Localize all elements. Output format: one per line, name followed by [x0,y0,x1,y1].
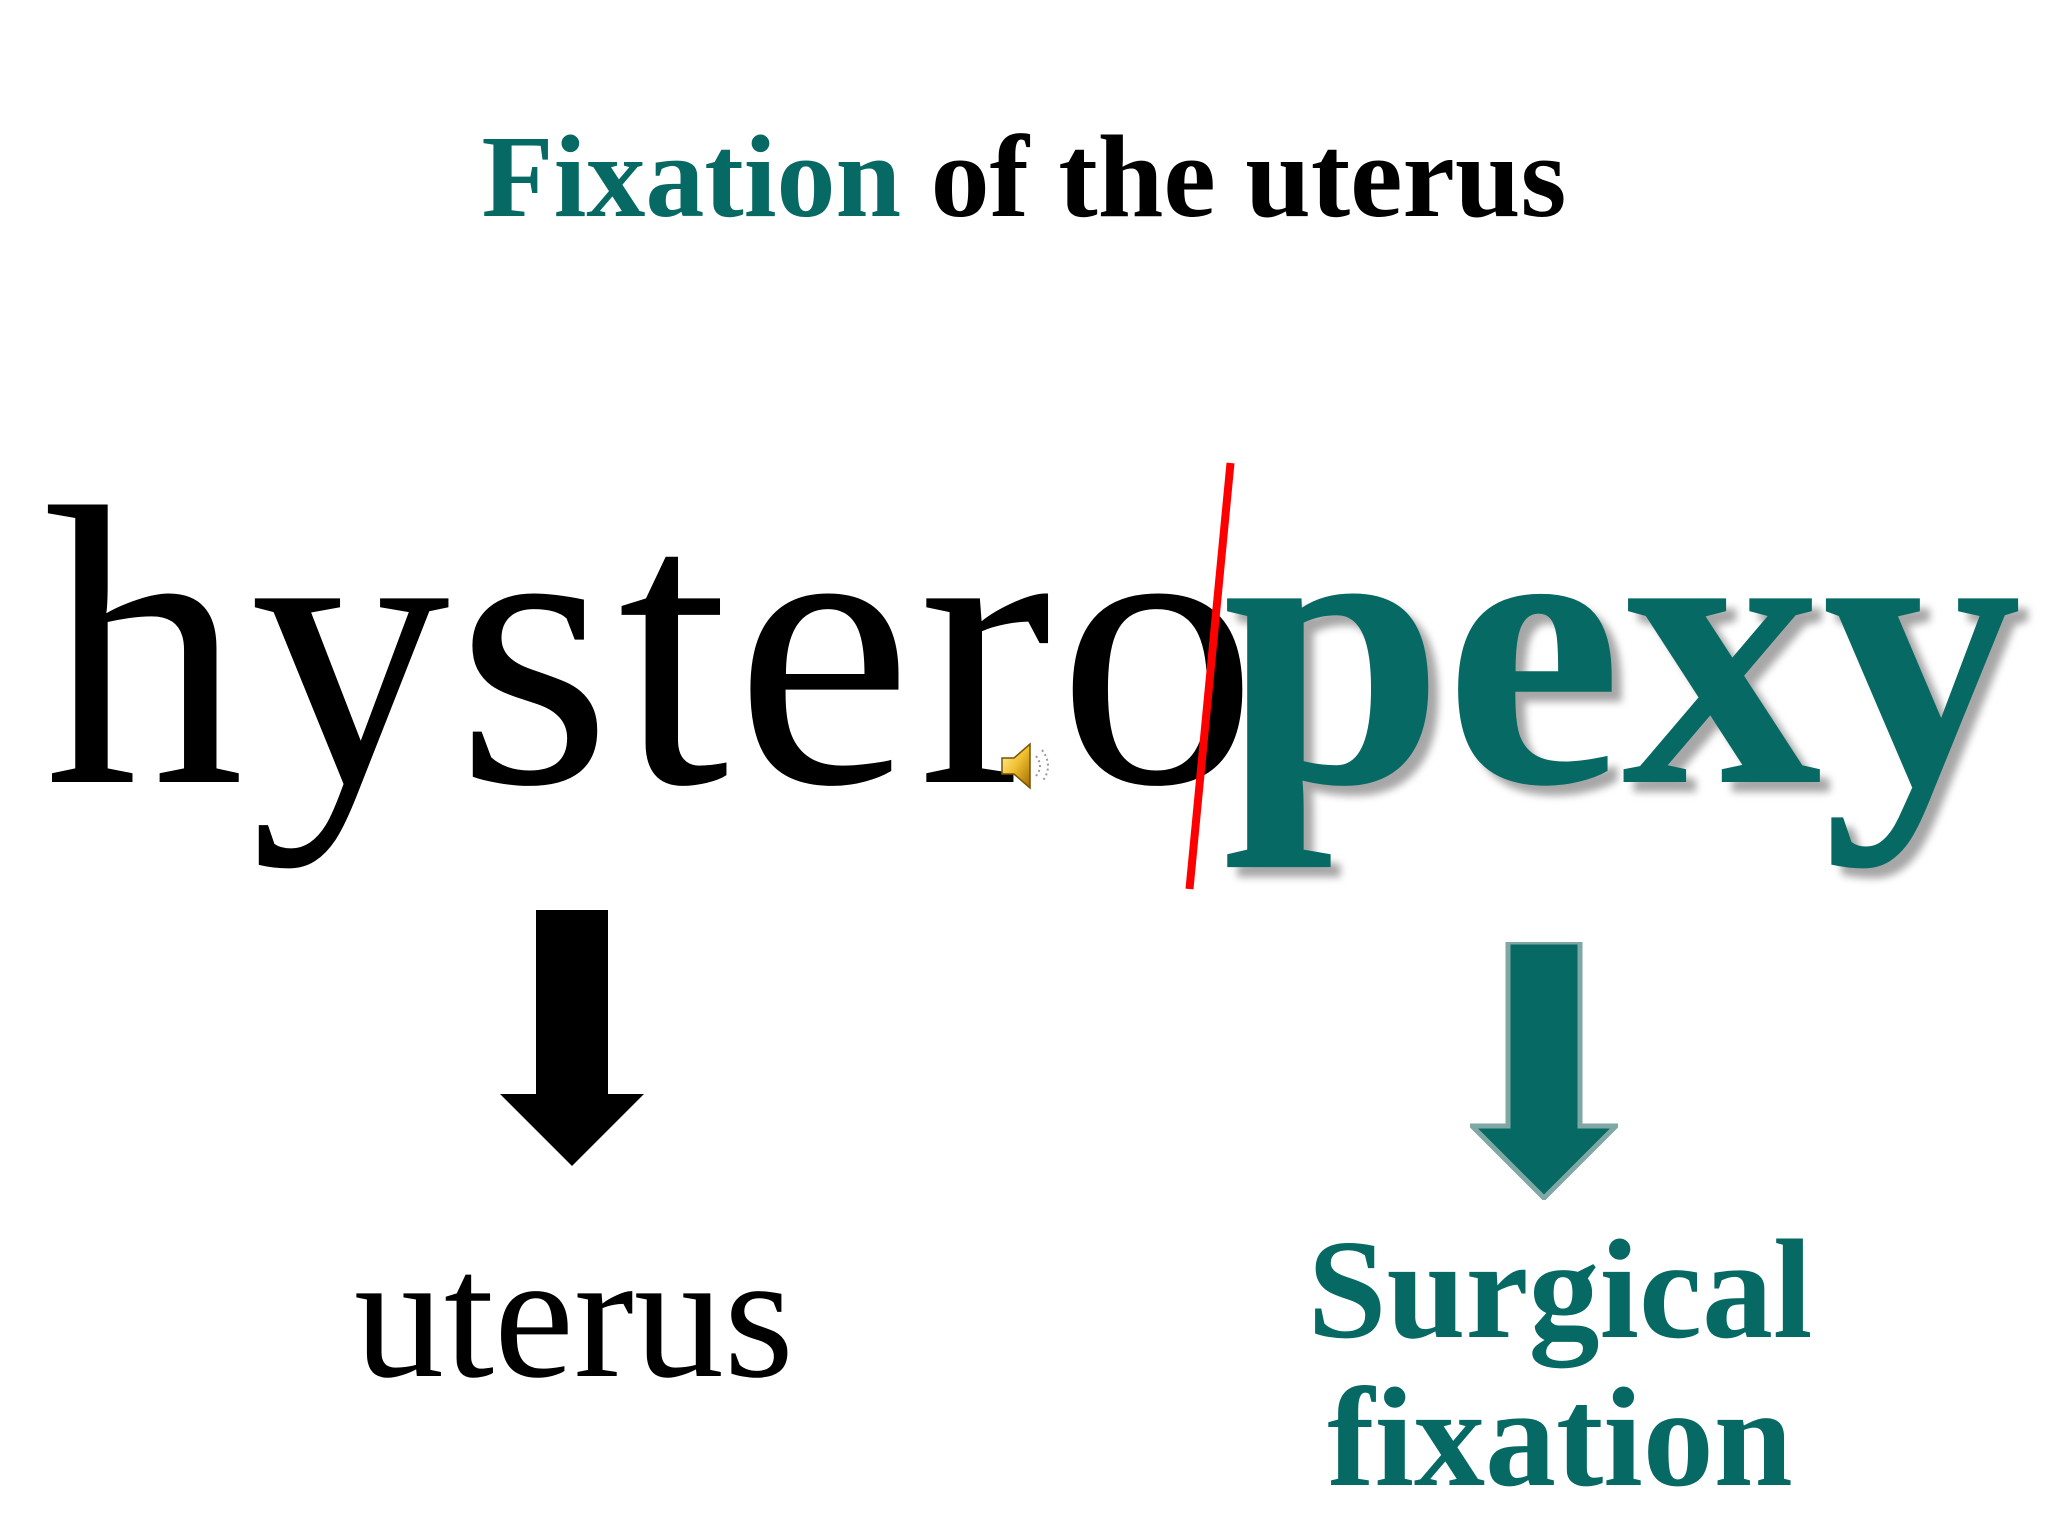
term-prefix: hystero [44,426,1264,869]
slide-title: Fixation of the uterus [0,118,2048,236]
suffix-meaning: Surgical fixation [1260,1210,1860,1516]
down-arrow-icon [1465,939,1623,1202]
prefix-meaning: uterus [354,1216,794,1415]
suffix-meaning-line2: fixation [1327,1357,1793,1516]
title-rest: of the uterus [901,111,1567,242]
suffix-meaning-line1: Surgical [1307,1210,1813,1368]
title-accent-word: Fixation [481,111,902,242]
term-suffix: pexy [1222,426,2022,869]
speaker-icon[interactable] [996,736,1060,796]
down-arrow-icon [498,910,646,1168]
